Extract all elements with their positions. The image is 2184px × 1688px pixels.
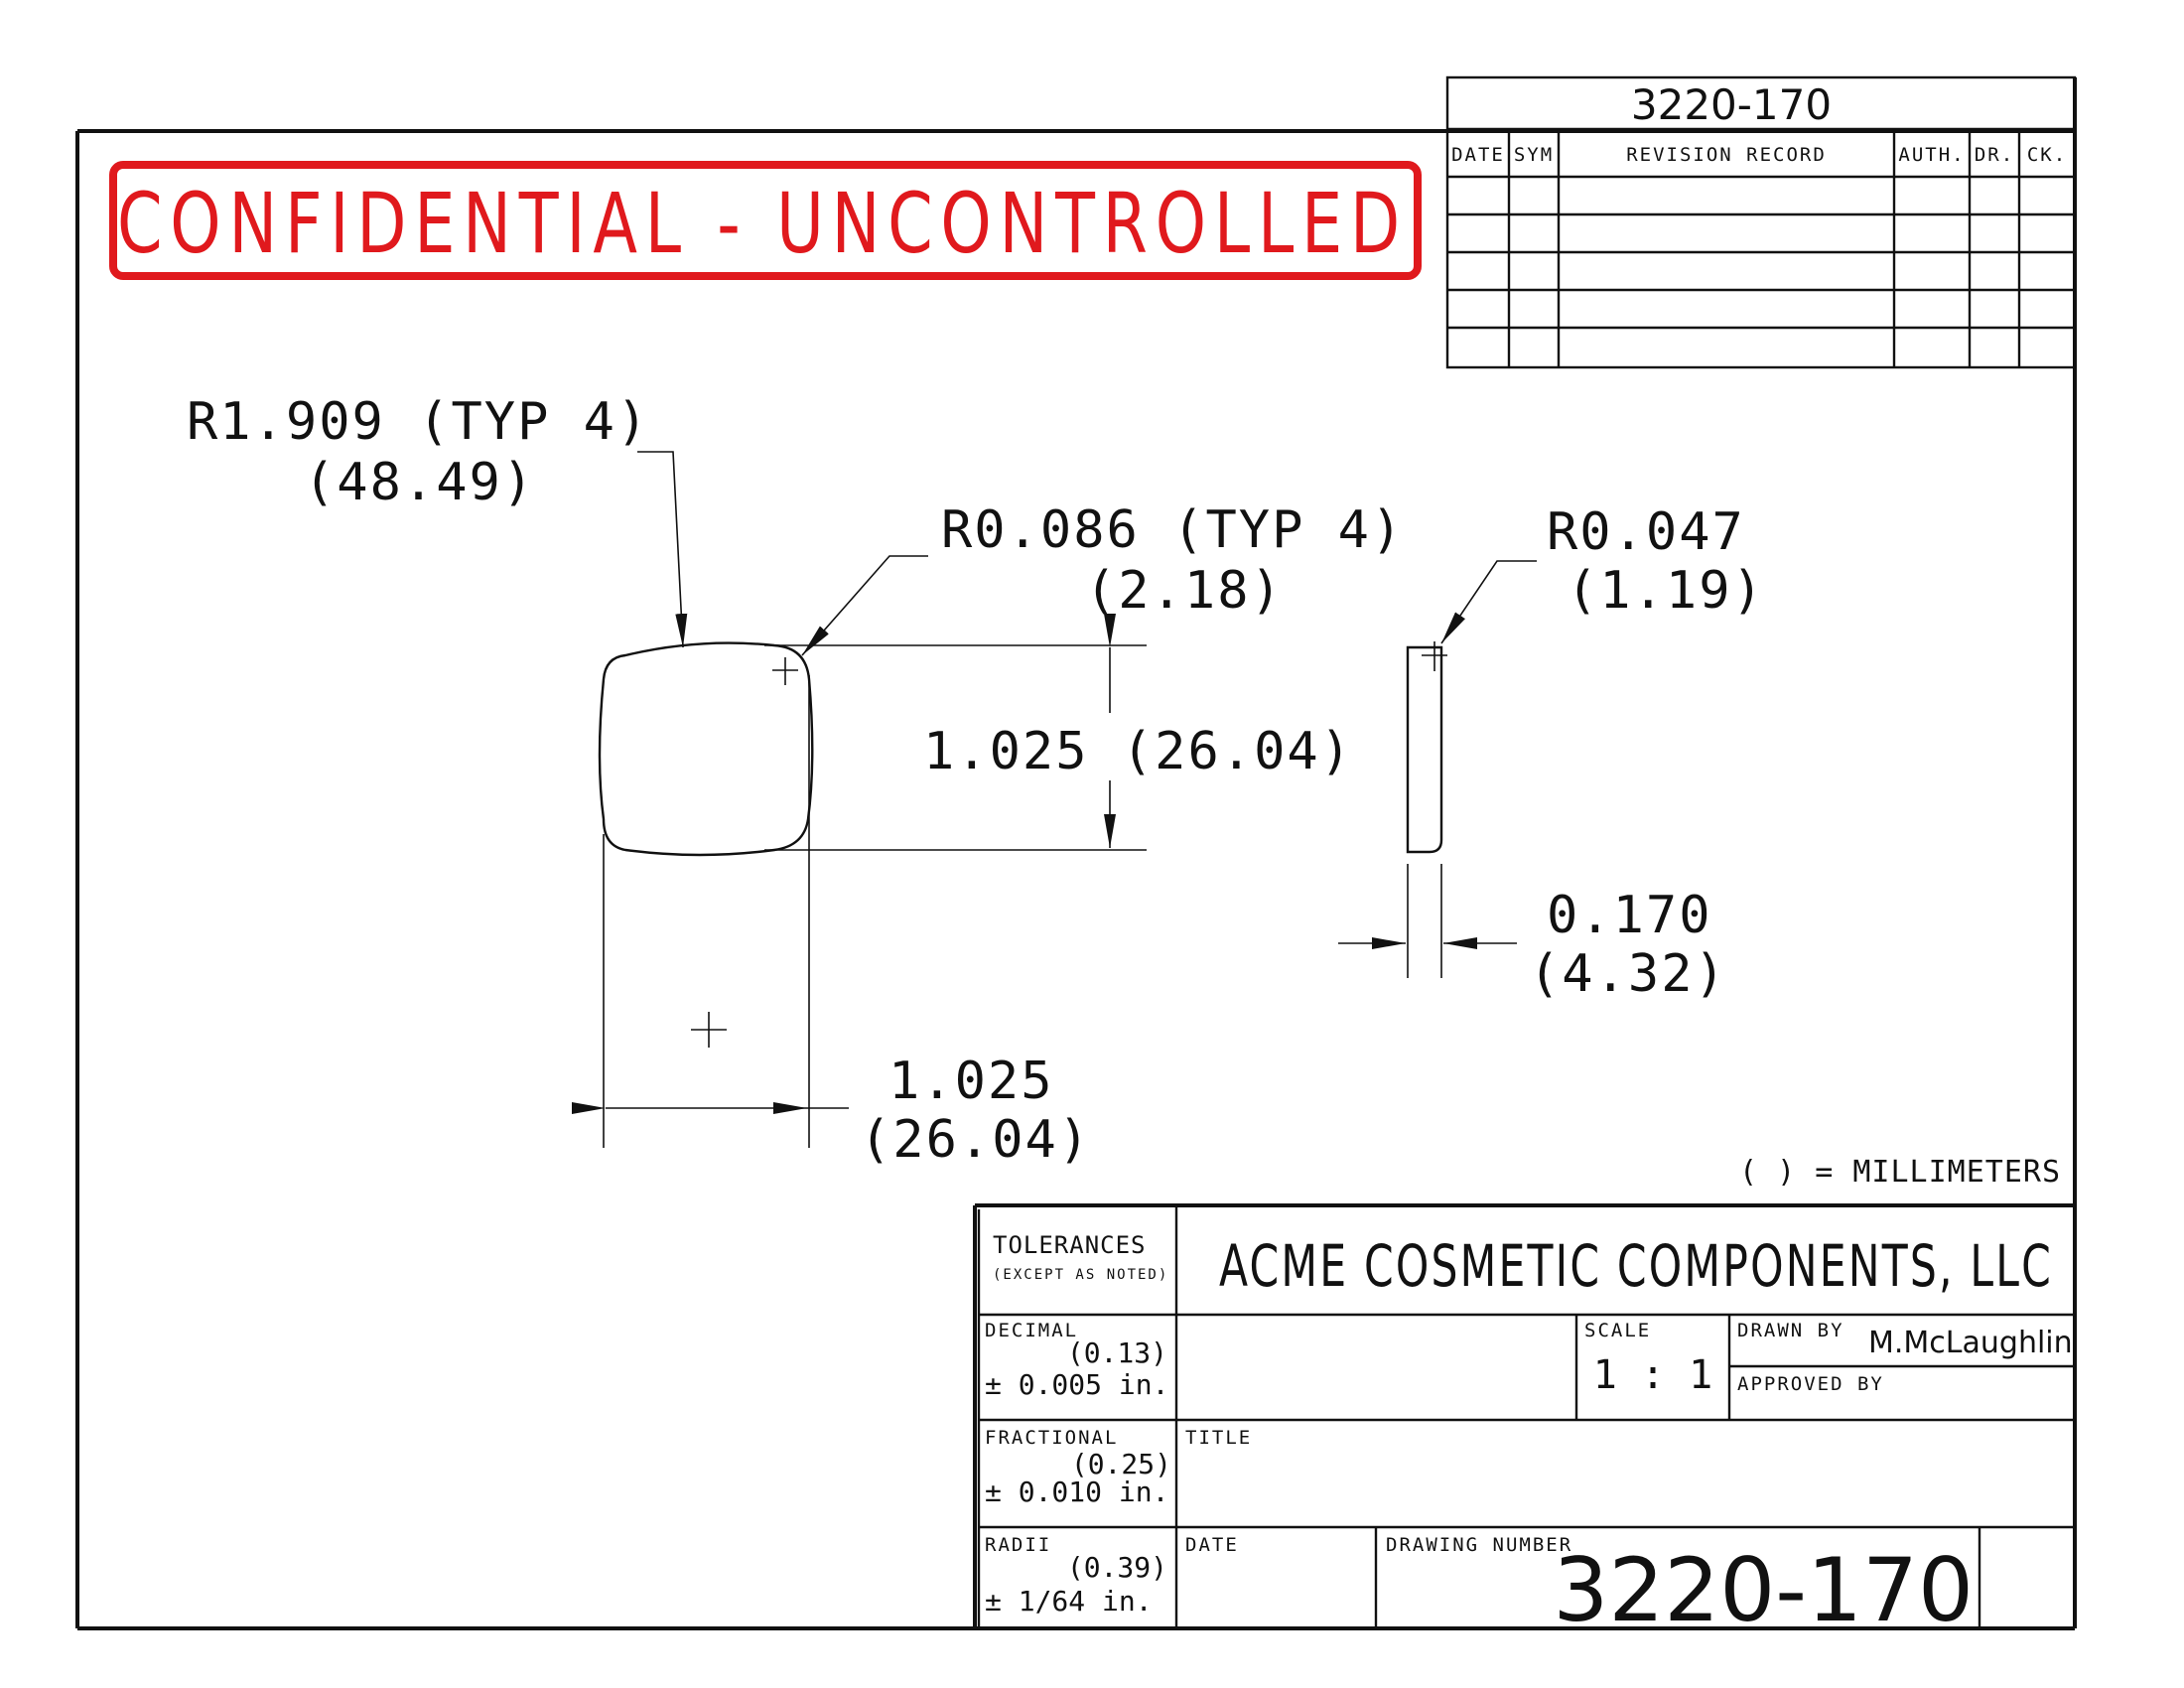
- title-label: TITLE: [1185, 1427, 1252, 1449]
- radii-in: ± 1/64 in.: [985, 1585, 1153, 1618]
- dim-width-mm: (26.04): [860, 1110, 1091, 1170]
- drawing-number: 3220-170: [1553, 1539, 1974, 1641]
- dim-corner-radius-mm: (2.18): [1085, 561, 1284, 621]
- rev-record-header: REVISION RECORD: [1626, 144, 1827, 166]
- fractional-mm: (0.25): [1071, 1448, 1171, 1480]
- units-note: ( ) = MILLIMETERS: [1739, 1155, 2061, 1190]
- decimal-label: DECIMAL: [985, 1320, 1078, 1341]
- tolerances-label: TOLERANCES: [993, 1231, 1147, 1259]
- rev-dr-header: DR.: [1975, 144, 2014, 166]
- rev-sym-header: SYM: [1514, 144, 1554, 166]
- dim-large-radius-mm: (48.49): [304, 453, 535, 512]
- decimal-in: ± 0.005 in.: [985, 1368, 1168, 1401]
- rev-ck-header: CK.: [2027, 144, 2067, 166]
- dim-large-radius: R1.909 (TYP 4): [187, 392, 649, 452]
- dim-edge-radius-mm: (1.19): [1567, 561, 1765, 621]
- front-view: [572, 451, 1147, 1148]
- dim-height: 1.025 (26.04): [923, 722, 1353, 781]
- date-label: DATE: [1185, 1534, 1239, 1556]
- decimal-mm: (0.13): [1067, 1336, 1167, 1369]
- confidential-stamp-frame: [109, 161, 1422, 280]
- drawn-by-label: DRAWN BY: [1737, 1320, 1844, 1341]
- dim-edge-radius: R0.047: [1547, 502, 1745, 562]
- tolerances-except: (EXCEPT AS NOTED): [993, 1267, 1168, 1283]
- scale-value: 1 : 1: [1593, 1352, 1712, 1398]
- approved-by-label: APPROVED BY: [1737, 1373, 1884, 1395]
- rev-date-header: DATE: [1451, 144, 1505, 166]
- radii-label: RADII: [985, 1534, 1051, 1556]
- dim-thickness: 0.170: [1547, 886, 1712, 945]
- dim-width: 1.025: [888, 1052, 1054, 1111]
- rev-auth-header: AUTH.: [1898, 144, 1965, 166]
- radii-mm: (0.39): [1067, 1551, 1167, 1584]
- dim-thickness-mm: (4.32): [1529, 944, 1727, 1004]
- fractional-in: ± 0.010 in.: [985, 1476, 1168, 1508]
- company-name: ACME COSMETIC COMPONENTS, LLC: [1219, 1232, 2053, 1300]
- dim-corner-radius: R0.086 (TYP 4): [941, 500, 1404, 560]
- side-view: [1338, 560, 1537, 978]
- fractional-label: FRACTIONAL: [985, 1427, 1118, 1449]
- header-drawing-number: 3220-170: [1631, 80, 1832, 129]
- title-block: [973, 1203, 2075, 1628]
- confidential-stamp-text: CONFIDENTIAL - UNCONTROLLED: [117, 175, 1408, 272]
- drawn-by-value: M.McLaughlin: [1868, 1326, 2073, 1360]
- scale-label: SCALE: [1584, 1320, 1651, 1341]
- revision-block: [1445, 75, 2077, 369]
- drawing-number-label: DRAWING NUMBER: [1386, 1534, 1572, 1556]
